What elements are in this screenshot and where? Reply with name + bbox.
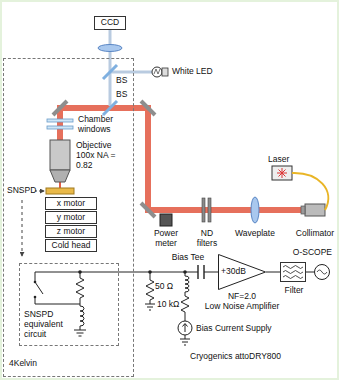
part-label: Power meter xyxy=(149,229,183,249)
part-label: 10 kΩ xyxy=(157,300,183,310)
nd-filter xyxy=(208,198,211,222)
power-meter-head xyxy=(160,214,172,226)
region-label: SNSPD equivalent circuit xyxy=(24,310,76,339)
part-label: Chamber windows xyxy=(78,115,128,135)
inductor-symbol xyxy=(185,272,189,296)
waveplate-optic xyxy=(251,197,259,223)
objective-body xyxy=(50,140,70,170)
switch-contact xyxy=(34,281,37,284)
node-label: O-SCOPE xyxy=(292,248,332,258)
resistor-symbol xyxy=(146,272,154,304)
part-label: ND filters xyxy=(190,229,224,249)
current-source-symbol xyxy=(178,321,192,335)
junction-dot xyxy=(78,270,82,274)
equivalent-circuit-box: SNSPD equivalent circuit xyxy=(19,263,119,346)
ground-symbol xyxy=(145,304,155,310)
camera-box: CCD xyxy=(94,16,126,30)
led-bulb xyxy=(152,67,162,77)
mirror xyxy=(53,101,67,115)
amplifier-outline xyxy=(219,255,266,290)
cold-head-box: Cold head xyxy=(45,239,97,252)
mirror xyxy=(141,101,155,115)
motor-stage: y motor xyxy=(45,211,97,224)
node-label: NF=2.0 xyxy=(206,292,278,302)
part-label: Cryogenics attoDRY800 xyxy=(190,352,310,362)
objective-nose xyxy=(50,170,70,182)
node-label: Cold head xyxy=(52,241,91,250)
part-label: SNSPD xyxy=(7,186,37,196)
node-label: y motor xyxy=(57,213,85,222)
led-base xyxy=(162,68,168,76)
pointer-arrow xyxy=(22,200,23,256)
signal-wire xyxy=(35,272,218,273)
part-label: BS xyxy=(116,76,132,86)
part-label: 50 Ω xyxy=(155,282,181,292)
chamber-window xyxy=(47,119,73,122)
beam-splitter xyxy=(103,101,117,115)
snspd-chip xyxy=(46,188,74,194)
beam-splitter xyxy=(103,65,117,79)
imaging-light-path xyxy=(109,30,112,106)
nd-filter xyxy=(202,198,205,222)
part-label: White LED xyxy=(172,67,226,77)
node-label: Filter xyxy=(271,286,317,296)
switch-symbol xyxy=(35,272,80,304)
page-ground xyxy=(2,2,337,378)
part-label: Waveplate xyxy=(233,229,277,239)
switch-contact xyxy=(34,296,37,299)
laser-burst xyxy=(277,168,287,178)
capacitor-symbol xyxy=(198,265,204,279)
scope-outline xyxy=(314,264,330,280)
ground-symbol xyxy=(74,330,86,336)
focused-beam xyxy=(59,182,61,188)
signal-wire xyxy=(306,272,314,273)
led-light-path xyxy=(110,71,152,74)
chamber-window xyxy=(47,126,73,129)
region-label: 4Kelvin xyxy=(9,359,69,369)
motor-stage: x motor xyxy=(45,197,97,210)
motor-stage: z motor xyxy=(45,225,97,238)
filter-box: Filter xyxy=(280,262,306,282)
filter-wave xyxy=(283,266,303,279)
cryostat-region: 4Kelvin SNSPD equivalent circuit x motor y … xyxy=(3,58,134,377)
resistor-symbol xyxy=(76,272,84,304)
junction-dot xyxy=(183,270,187,274)
ground-symbol xyxy=(180,335,190,345)
resistor-symbol xyxy=(181,296,189,321)
led-filament xyxy=(154,69,160,74)
collimator-body xyxy=(305,204,325,216)
node-label: +30dB xyxy=(221,267,247,277)
part-label: Collimator xyxy=(294,229,336,239)
part-label: Bias Tee xyxy=(168,253,208,263)
imaging-lens xyxy=(98,45,122,52)
amplifier-triangle: +30dBNF=2.0Low Noise Amplifier xyxy=(218,254,266,290)
laser-beam xyxy=(60,108,312,210)
node-label: CCD xyxy=(101,18,119,27)
node-label: Low Noise Amplifier xyxy=(198,302,286,312)
laser-source xyxy=(272,166,292,180)
part-label: Objective 100x NA = 0.82 xyxy=(76,141,132,170)
inductor-symbol xyxy=(80,304,84,330)
part-label: BS xyxy=(116,90,132,100)
node-label: z motor xyxy=(57,227,85,236)
signal-wire xyxy=(266,272,280,273)
pointer-arrow xyxy=(35,191,44,192)
scope-outline xyxy=(315,265,330,280)
node-label: x motor xyxy=(57,199,85,208)
scope-trace xyxy=(317,270,327,274)
part-label: Bias Current Supply xyxy=(196,324,288,334)
optical-fiber xyxy=(292,173,328,210)
junction-dot xyxy=(148,270,152,274)
mirror xyxy=(141,203,155,217)
part-label: Laser xyxy=(268,155,298,165)
collimator-nose xyxy=(301,206,305,214)
oscilloscope-symbol: O-SCOPE xyxy=(314,264,330,280)
current-arrow xyxy=(183,324,188,333)
